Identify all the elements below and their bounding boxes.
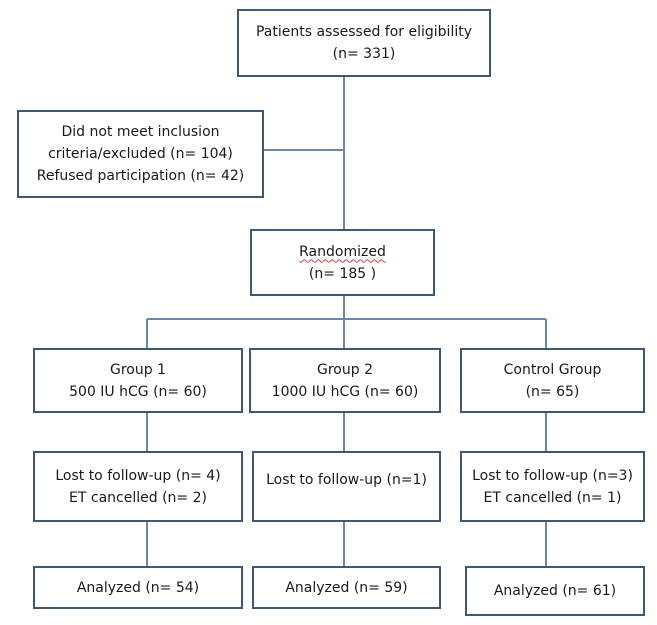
assessed-box: Patients assessed for eligibility (n= 33… <box>237 9 491 77</box>
group-1-followup-line1: Lost to follow-up (n= 4) <box>55 467 221 484</box>
group-2-dose: 1000 IU hCG (n= 60) <box>271 383 419 400</box>
control-followup-box: Lost to follow-up (n=3) ET cancelled (n=… <box>460 451 645 522</box>
control-followup-line1: Lost to follow-up (n=3) <box>472 467 633 484</box>
control-analyzed: Analyzed (n= 61) <box>493 583 617 599</box>
group-1-followup-box: Lost to follow-up (n= 4) ET cancelled (n… <box>33 451 243 522</box>
group-2-followup-box: Lost to follow-up (n=1) <box>252 451 441 522</box>
group-2-analyzed-box: Analyzed (n= 59) <box>252 566 441 609</box>
control-followup-line2: ET cancelled (n= 1) <box>483 489 622 506</box>
randomized-label: Randomized <box>299 243 386 260</box>
assessed-label: Patients assessed for eligibility <box>256 21 472 43</box>
group-1-box: Group 1 500 IU hCG (n= 60) <box>33 348 243 413</box>
control-group-count: (n= 65) <box>525 383 580 400</box>
randomized-box: Randomized (n= 185 ) <box>250 229 435 296</box>
control-group-name: Control Group <box>503 361 602 378</box>
control-analyzed-box: Analyzed (n= 61) <box>465 566 645 616</box>
excluded-box: Did not meet inclusion criteria/excluded… <box>17 110 264 198</box>
randomized-count: (n= 185 ) <box>308 265 377 282</box>
group-1-analyzed-box: Analyzed (n= 54) <box>33 566 243 609</box>
excluded-line2: criteria/excluded (n= 104) <box>48 146 233 162</box>
group-2-name: Group 2 <box>317 361 373 378</box>
assessed-count: (n= 331) <box>332 46 396 62</box>
group-1-dose: 500 IU hCG (n= 60) <box>69 383 207 400</box>
group-2-analyzed: Analyzed (n= 59) <box>285 579 408 596</box>
group-2-box: Group 2 1000 IU hCG (n= 60) <box>249 348 441 413</box>
group-2-followup-line1: Lost to follow-up (n=1) <box>266 472 427 488</box>
assessed-line1: Patients assessed for eligibility <box>255 24 472 40</box>
group-1-name: Group 1 <box>110 361 166 378</box>
group-1-analyzed: Analyzed (n= 54) <box>76 579 200 596</box>
excluded-line3: Refused participation (n= 42) <box>36 168 245 184</box>
control-group-box: Control Group (n= 65) <box>460 348 645 413</box>
group-1-followup-line2: ET cancelled (n= 2) <box>69 489 207 506</box>
excluded-line1: Did not meet inclusion <box>61 124 220 140</box>
